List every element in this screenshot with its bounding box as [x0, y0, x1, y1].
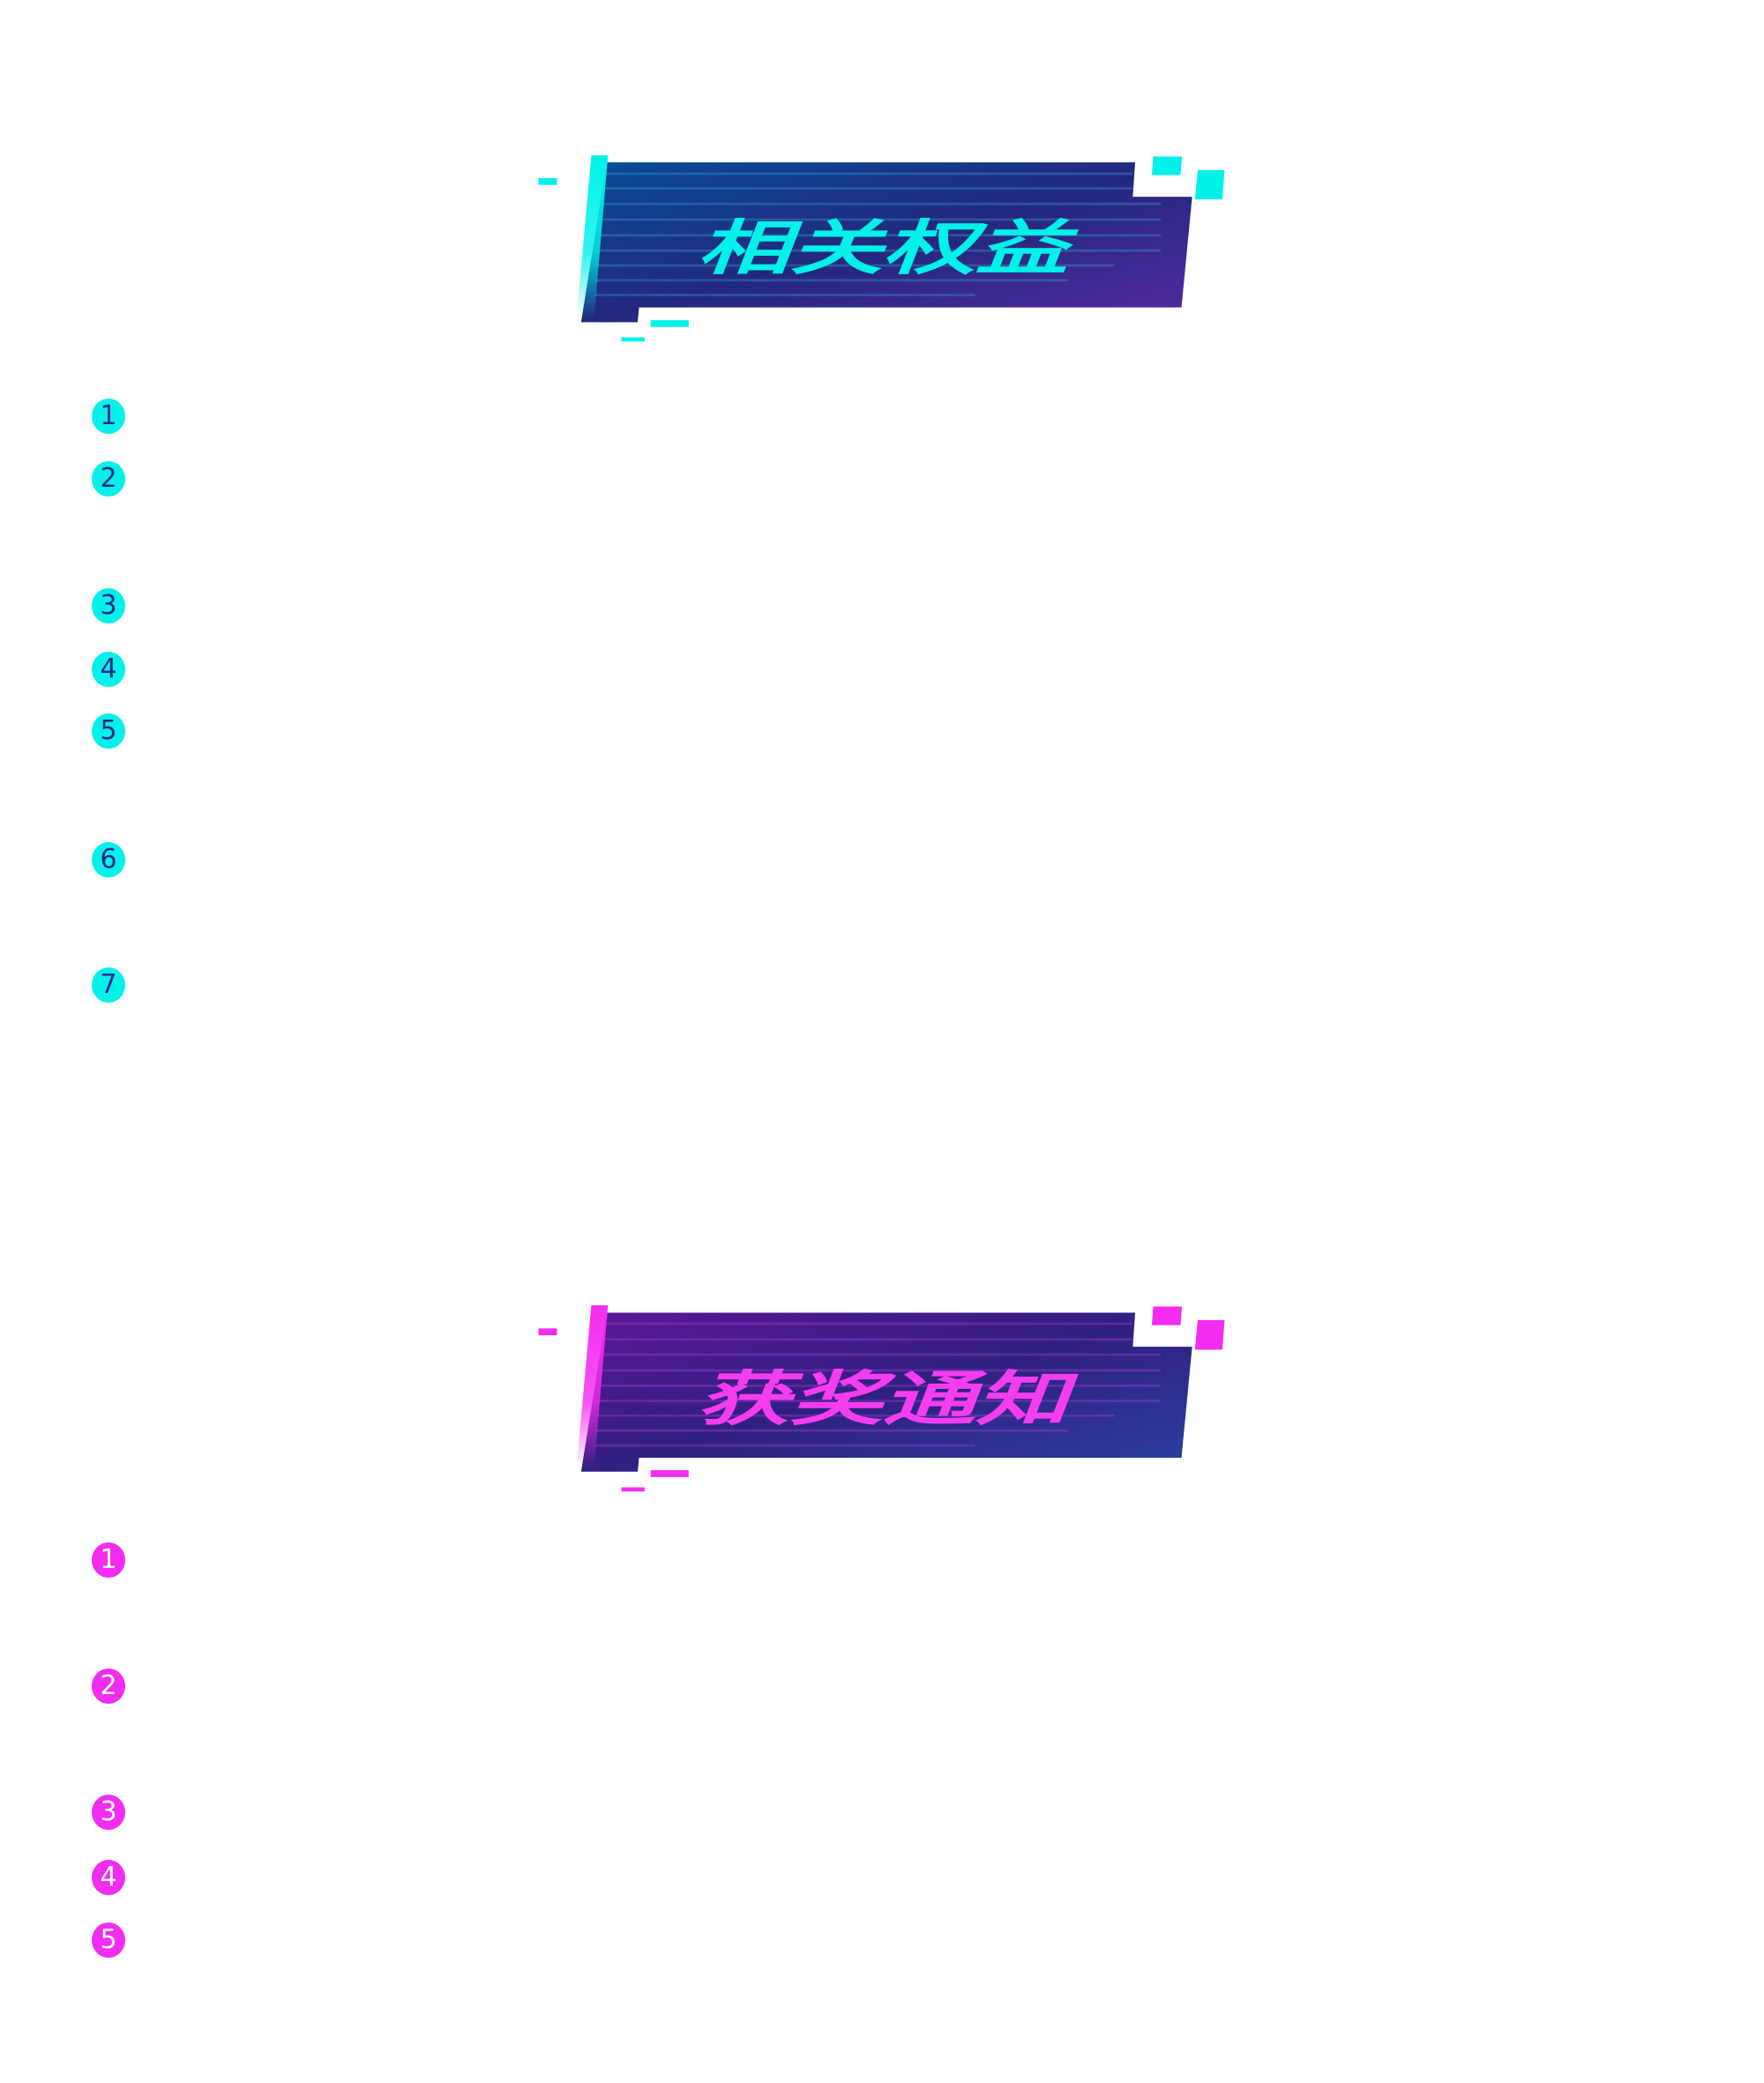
list-number-badge: 3	[92, 1795, 125, 1830]
section-title: 相关权益	[697, 213, 1079, 282]
list-number-badge: 2	[92, 1669, 125, 1704]
list-number-badge: 2	[92, 461, 125, 496]
list-number-badge: 4	[92, 652, 125, 687]
list-number-badge: 5	[92, 713, 125, 749]
list-number-badge: 6	[92, 842, 125, 877]
list-number-badge: 7	[92, 967, 125, 1003]
list-number-badge: 1	[92, 1542, 125, 1578]
list-number-badge: 3	[92, 588, 125, 623]
section-title: 获奖通知	[697, 1364, 1079, 1433]
section-banner-award-notice: 获奖通知	[512, 1288, 1235, 1499]
list-number-badge: 4	[92, 1860, 125, 1895]
list-number-badge: 5	[92, 1922, 125, 1958]
section-banner-benefits: 相关权益	[512, 141, 1235, 353]
list-number-badge: 1	[92, 399, 125, 434]
